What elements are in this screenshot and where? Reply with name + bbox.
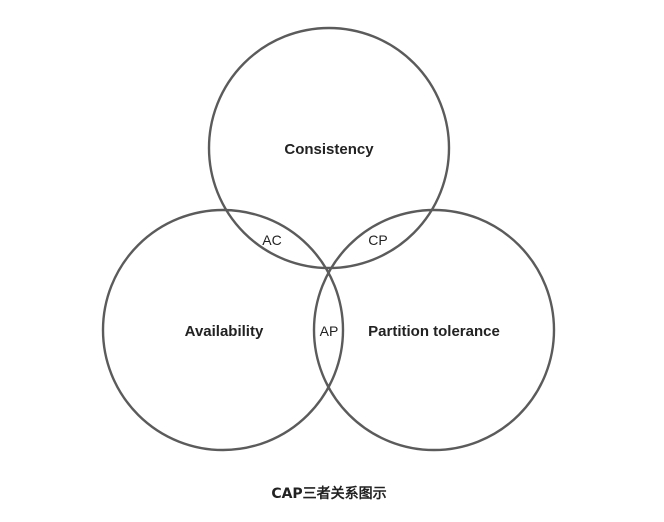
ac-intersection-label: AC: [262, 232, 281, 248]
diagram-caption: CAP三者关系图示: [271, 485, 386, 502]
availability-circle: [101, 208, 345, 452]
partition-tolerance-circle: [312, 208, 556, 452]
availability-label: Availability: [185, 323, 264, 340]
consistency-label: Consistency: [284, 141, 374, 158]
ap-intersection-label: AP: [320, 323, 339, 339]
consistency-circle: [207, 26, 451, 270]
partition-tolerance-label: Partition tolerance: [368, 323, 500, 340]
cp-intersection-label: CP: [368, 232, 387, 248]
